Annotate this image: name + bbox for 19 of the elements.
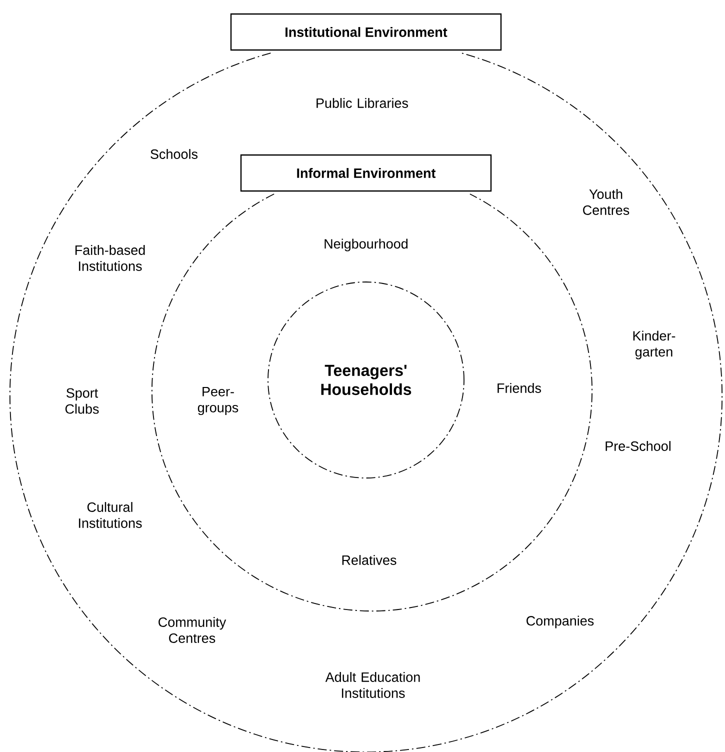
heading-box: Institutional Environment	[230, 13, 502, 51]
item-label: Companies	[526, 616, 594, 628]
heading-box: Informal Environment	[240, 154, 492, 192]
item-label: Sport Clubs	[65, 388, 99, 414]
item-label: Relatives	[342, 555, 396, 565]
item-label: Schools	[150, 149, 198, 159]
item-label: Public Libraries	[316, 98, 408, 108]
item-label: Adult Education Institutions	[325, 672, 420, 698]
item-label: Pre-School	[606, 441, 670, 451]
item-label: Youth Centres	[583, 189, 630, 215]
item-label: Faith-based Institutions	[75, 245, 145, 271]
item-label: Kinder-garten	[633, 330, 676, 360]
item-label: Peer-groups	[198, 386, 238, 416]
item-label: Neigbourhood	[324, 238, 408, 252]
item-label: Friends	[498, 383, 541, 393]
item-label: Community Centres	[158, 617, 226, 643]
circle-title: Teenagers' Households	[321, 364, 412, 396]
dash-dot-circle	[268, 282, 464, 478]
item-label: Cultural Institutions	[78, 502, 142, 528]
